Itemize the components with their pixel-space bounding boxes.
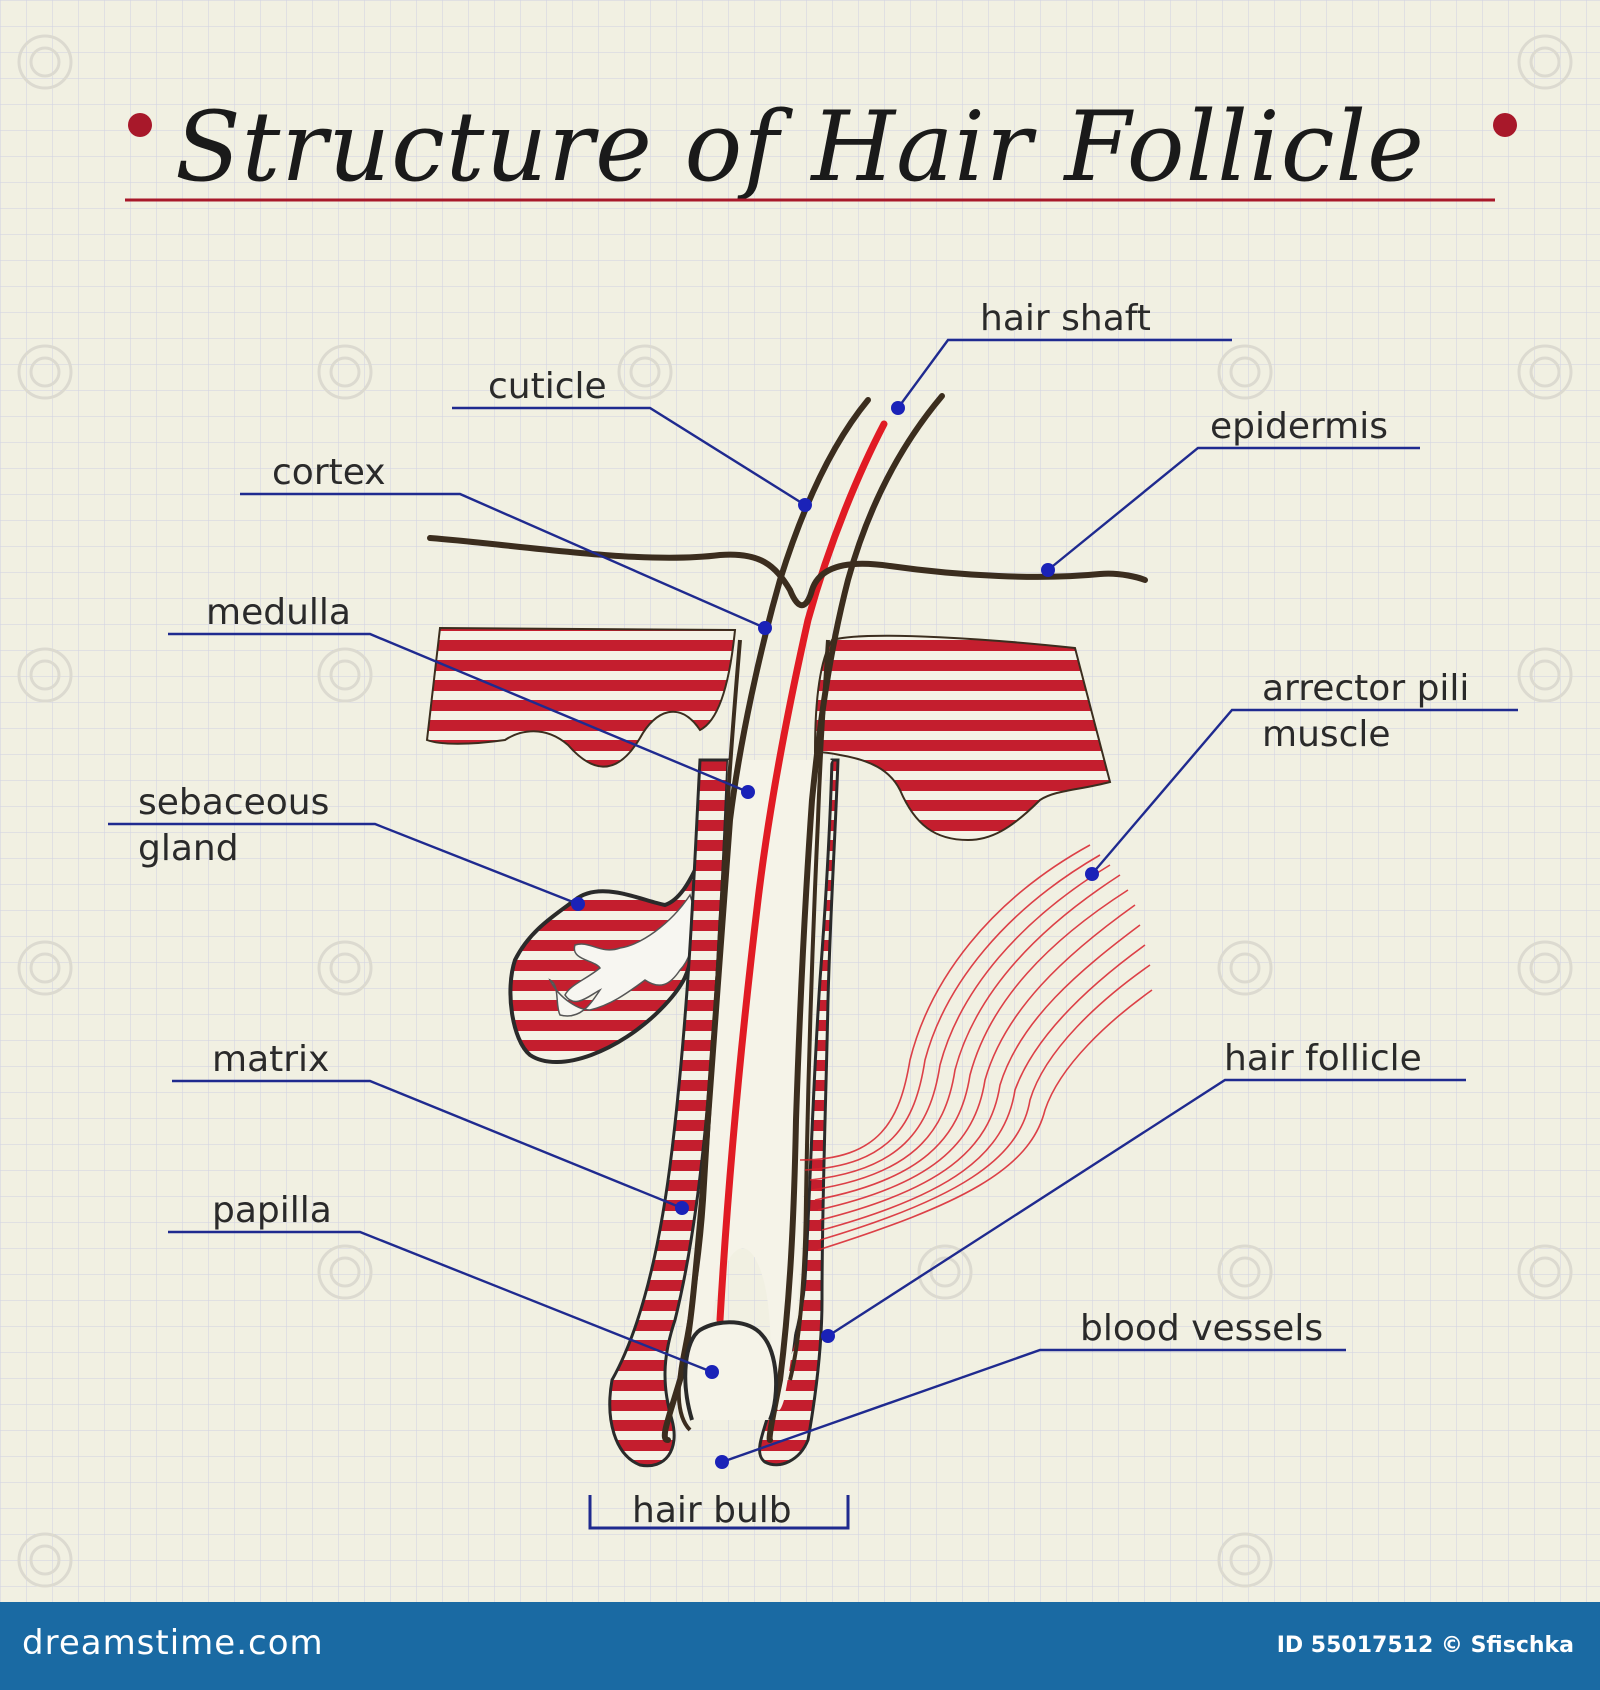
- leader-dots: [571, 401, 1099, 1469]
- hair-follicle-diagram: Structure of Hair Follicle: [0, 0, 1600, 1602]
- page-title: Structure of Hair Follicle: [175, 91, 1425, 203]
- dermis-layer: [425, 626, 737, 768]
- sebaceous-duct: [548, 893, 699, 1017]
- outer-root-sheath-right: [758, 758, 840, 1467]
- hair-shaft-outline-right: [766, 393, 945, 1443]
- label-arrector-pili: arrector pili: [1262, 668, 1469, 709]
- watermark-icons: [17, 34, 1573, 1588]
- arrector-pili-muscle: [799, 844, 1153, 1251]
- label-papilla: papilla: [212, 1190, 332, 1231]
- label-cortex: cortex: [272, 452, 386, 493]
- label-cuticle: cuticle: [488, 366, 607, 407]
- footer-bar: [0, 1602, 1600, 1690]
- footer-brand[interactable]: dreamstime.com: [22, 1623, 324, 1663]
- title-bullet-right: [1493, 113, 1517, 137]
- label-sebaceous-gland: gland: [138, 828, 239, 869]
- epidermis-line: [427, 535, 1148, 608]
- medulla-line: [716, 420, 888, 1324]
- label-hair-follicle: hair follicle: [1224, 1038, 1422, 1079]
- title-bullet-left: [128, 113, 152, 137]
- papilla-shape: [683, 1320, 779, 1421]
- label-hair-bulb: hair bulb: [632, 1490, 792, 1531]
- label-hair-shaft: hair shaft: [980, 298, 1151, 339]
- leader-lines: [108, 338, 1518, 1464]
- label-medulla: medulla: [206, 592, 351, 633]
- hair-bulb-bracket: [588, 1495, 850, 1530]
- label-blood-vessels: blood vessels: [1080, 1308, 1323, 1349]
- label-matrix: matrix: [212, 1039, 329, 1080]
- label-sebaceous: sebaceous: [138, 782, 329, 823]
- follicle-wall-right: [788, 639, 830, 1381]
- footer-stock-id: ID 55017512 © Sfischka: [1276, 1633, 1574, 1658]
- label-arrector-pili-muscle: muscle: [1262, 714, 1391, 755]
- label-epidermis: epidermis: [1210, 406, 1388, 447]
